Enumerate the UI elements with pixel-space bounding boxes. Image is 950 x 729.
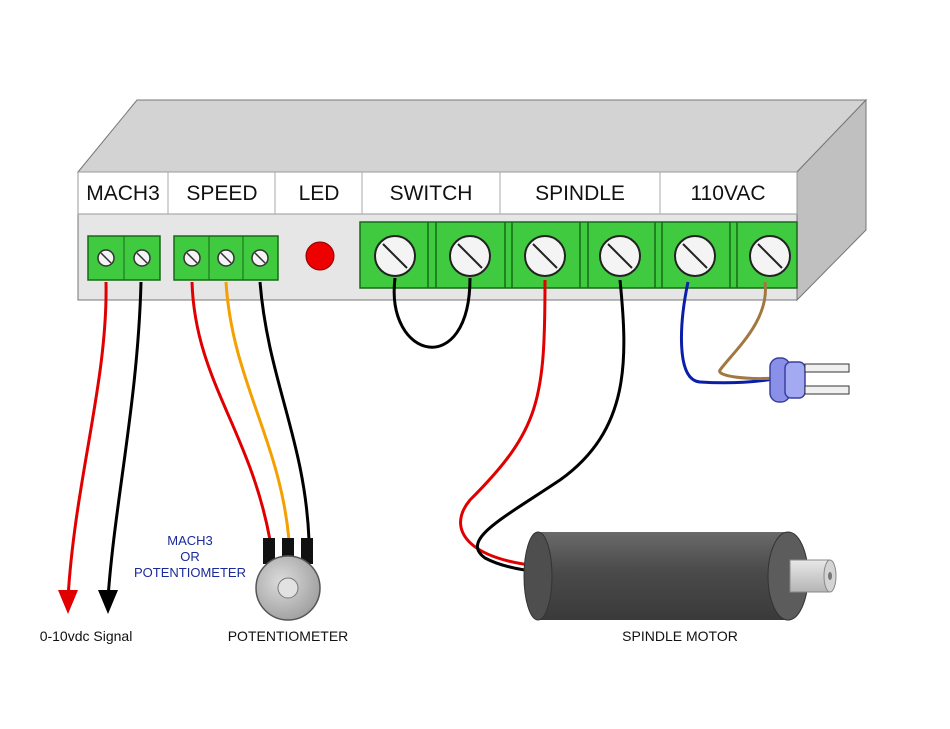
label-speed: SPEED bbox=[186, 182, 257, 205]
switch-jumper-wire bbox=[392, 277, 472, 349]
screw-icon bbox=[251, 249, 269, 267]
label-led: LED bbox=[299, 182, 340, 205]
screw-icon bbox=[183, 249, 201, 267]
spindle-wire-black bbox=[476, 279, 626, 574]
speed-wires bbox=[190, 281, 311, 541]
speed-wire-red bbox=[190, 281, 272, 541]
label-strip bbox=[77, 171, 798, 215]
note-line-3: POTENTIOMETER bbox=[134, 565, 246, 580]
arrow-down-icon bbox=[58, 590, 78, 614]
spindle-wire-red bbox=[459, 279, 547, 568]
screw-icon bbox=[749, 235, 791, 277]
spindle-motor-caption: SPINDLE MOTOR bbox=[622, 628, 738, 644]
ac-wire-blue bbox=[680, 281, 779, 385]
signal-caption: 0-10vdc Signal bbox=[40, 628, 133, 644]
signal-wire-red bbox=[66, 281, 108, 599]
potentiometer-caption: POTENTIOMETER bbox=[228, 628, 349, 644]
source-note: MACH3 OR POTENTIOMETER bbox=[134, 533, 246, 580]
screw-icon bbox=[599, 235, 641, 277]
note-line-2: OR bbox=[180, 549, 200, 564]
plug-icon bbox=[769, 357, 850, 403]
box-top-face bbox=[76, 99, 868, 173]
label-mach3: MACH3 bbox=[86, 182, 160, 205]
label-switch: SWITCH bbox=[390, 182, 473, 205]
spindle-motor bbox=[523, 531, 837, 621]
mach3-terminal-block bbox=[87, 235, 161, 281]
arrow-down-icon bbox=[98, 590, 118, 614]
screw-icon bbox=[449, 235, 491, 277]
speed-terminal-block bbox=[173, 235, 279, 281]
ac-wires bbox=[680, 281, 779, 385]
label-110vac: 110VAC bbox=[690, 182, 765, 205]
signal-wires bbox=[58, 281, 143, 614]
screw-icon bbox=[674, 235, 716, 277]
spindle-wires bbox=[459, 279, 626, 574]
speed-wire-orange bbox=[224, 281, 291, 541]
screw-icon bbox=[133, 249, 151, 267]
label-dividers bbox=[167, 172, 661, 214]
led-indicator bbox=[305, 241, 335, 271]
speed-wire-black bbox=[258, 281, 311, 541]
potentiometer bbox=[255, 538, 321, 621]
screw-icon bbox=[217, 249, 235, 267]
signal-wire-black bbox=[106, 281, 143, 599]
label-spindle: SPINDLE bbox=[535, 182, 625, 205]
note-line-1: MACH3 bbox=[167, 533, 213, 548]
screw-icon bbox=[97, 249, 115, 267]
screw-icon bbox=[374, 235, 416, 277]
screw-icon bbox=[524, 235, 566, 277]
power-terminal-block bbox=[359, 221, 798, 289]
ac-wire-brown bbox=[718, 281, 779, 380]
